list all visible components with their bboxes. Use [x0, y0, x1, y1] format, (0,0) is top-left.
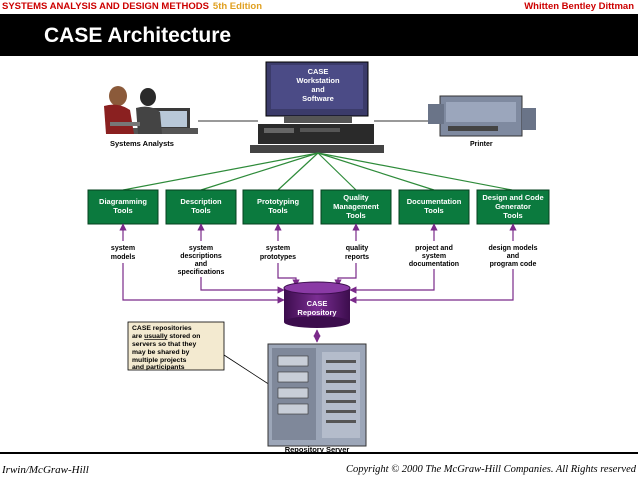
- output-label: descriptions: [180, 253, 222, 260]
- tool-label: Tools: [191, 206, 210, 215]
- workstation-label-2: Workstation: [296, 76, 340, 85]
- tool-label: Diagramming: [99, 197, 147, 206]
- printer-label: Printer: [470, 141, 493, 148]
- link-generator: [317, 152, 513, 191]
- output-label: system: [111, 245, 135, 252]
- systems-analysts-label: Systems Analysts: [110, 139, 174, 148]
- output-label: system: [422, 253, 446, 260]
- output-label: and: [195, 261, 207, 268]
- workstation-label-4: Software: [302, 94, 334, 103]
- link-diagramming: [122, 152, 319, 191]
- footer-copyright: Copyright © 2000 The McGraw-Hill Compani…: [345, 464, 636, 475]
- case-workstation: CASE Workstation and Software: [250, 61, 384, 153]
- tool-prototyping: Prototyping Tools: [242, 189, 314, 225]
- workstation-label-3: and: [311, 85, 325, 94]
- note-line: are usually stored on: [132, 333, 200, 340]
- note-line: servers so that they: [132, 341, 196, 348]
- footer-publisher: Irwin/McGraw-Hill: [2, 464, 89, 476]
- tool-label: Description: [180, 197, 222, 206]
- server-label: Repository Server: [285, 445, 350, 454]
- note-line: may be shared by: [132, 349, 190, 356]
- link-documentation: [317, 152, 435, 191]
- tool-description: Description Tools: [165, 189, 237, 225]
- output-label: program code: [490, 261, 537, 268]
- edition-label: 5th Edition: [212, 1, 262, 12]
- tool-label: Prototyping: [257, 197, 299, 206]
- repository-label-1: CASE: [307, 299, 328, 308]
- tool-boxes: Diagramming Tools Description Tools Prot…: [87, 189, 550, 225]
- tool-diagramming: Diagramming Tools: [87, 189, 159, 225]
- output-label: quality: [346, 245, 369, 252]
- tool-label: Tools: [346, 211, 365, 220]
- link-prototyping: [277, 152, 319, 191]
- tool-label: Tools: [268, 206, 287, 215]
- slide-title: CASE Architecture: [44, 24, 232, 47]
- note-line: and participants: [132, 364, 185, 371]
- tool-label: Quality: [343, 193, 369, 202]
- author-names: Whitten Bentley Dittman: [524, 1, 634, 12]
- link-quality: [317, 152, 357, 191]
- tool-label: Management: [333, 202, 379, 211]
- output-label: specifications: [178, 269, 225, 276]
- output-label: models: [111, 254, 136, 261]
- workstation-label-1: CASE: [308, 67, 329, 76]
- link-description: [200, 152, 319, 191]
- tool-links: [122, 152, 513, 191]
- repository-server: Repository Server: [267, 343, 367, 454]
- output-label: system: [189, 245, 213, 252]
- systems-analysts-clipart: Systems Analysts: [104, 86, 198, 148]
- printer-clipart: Printer: [428, 95, 536, 148]
- output-label: documentation: [409, 261, 459, 268]
- output-label: prototypes: [260, 254, 296, 261]
- output-label: and: [507, 253, 519, 260]
- output-label: system: [266, 245, 290, 252]
- tool-quality-management: Quality Management Tools: [320, 189, 392, 225]
- tool-design-code-generator: Design and Code Generator Tools: [476, 189, 550, 225]
- tool-label: Tools: [503, 211, 522, 220]
- repository-note: CASE repositories are usually stored on …: [127, 321, 291, 399]
- output-label: reports: [345, 254, 369, 261]
- output-labels: system models system descriptions and sp…: [103, 241, 546, 277]
- note-line: multiple projects: [132, 357, 187, 364]
- case-repository: CASE Repository: [283, 281, 351, 328]
- title-bar: CASE Architecture: [0, 14, 638, 56]
- output-label: project and: [415, 245, 453, 252]
- tool-label: Tools: [424, 206, 443, 215]
- output-label: design models: [488, 245, 537, 252]
- tool-label: Generator: [495, 202, 531, 211]
- tool-label: Documentation: [407, 197, 462, 206]
- tool-documentation: Documentation Tools: [398, 189, 470, 225]
- footer-divider: [0, 452, 638, 454]
- repository-label-2: Repository: [297, 308, 337, 317]
- note-line: CASE repositories: [132, 325, 192, 332]
- tool-label: Tools: [113, 206, 132, 215]
- tool-label: Design and Code: [482, 193, 543, 202]
